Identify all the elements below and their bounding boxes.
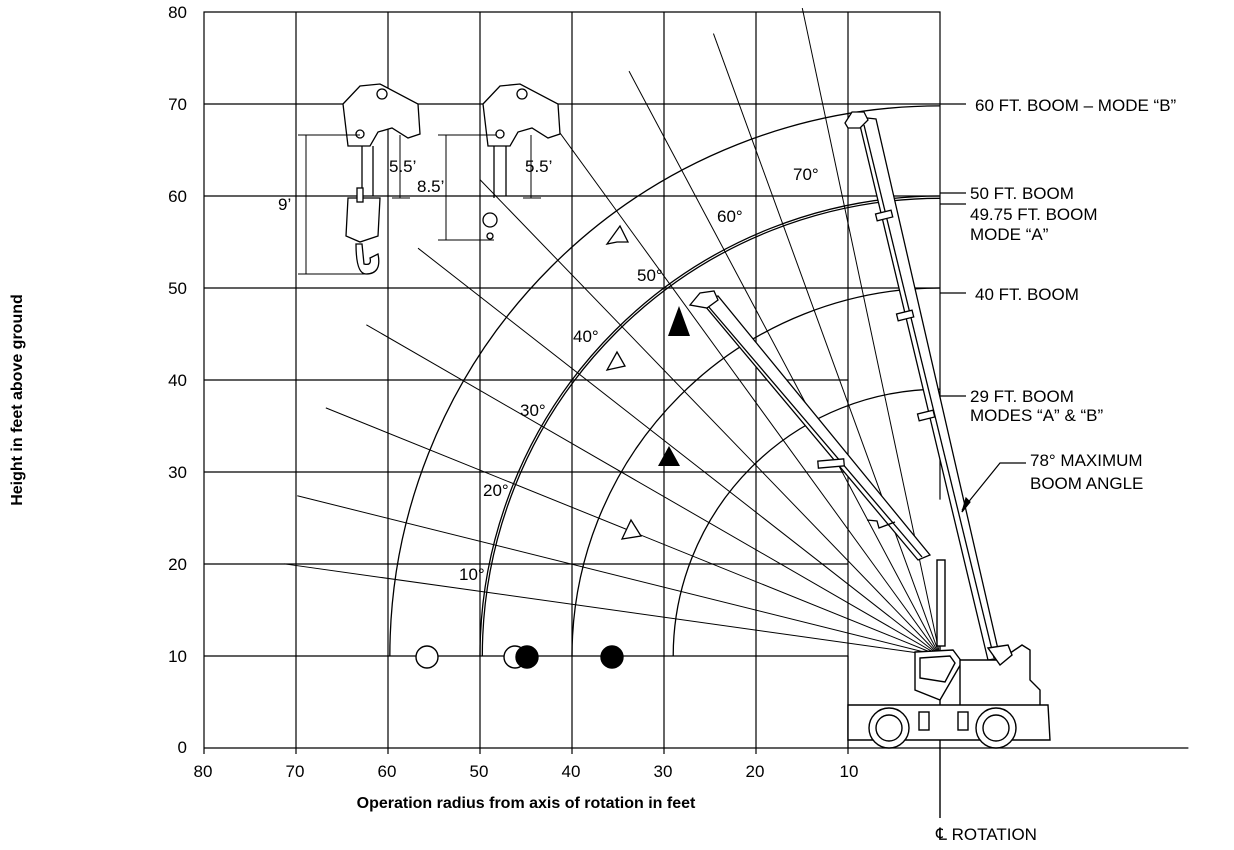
y-tick-label: 60 [168, 187, 187, 206]
angle-label: 20° [483, 481, 509, 500]
angle-label: 10° [459, 565, 485, 584]
dim-5-5ft: 5.5’ [525, 157, 552, 176]
x-tick-label: 50 [470, 762, 489, 781]
boom-40ft [688, 290, 932, 561]
callout-4975ft-boom: 49.75 FT. BOOM [970, 205, 1098, 224]
dim-9ft: 9’ [278, 195, 291, 214]
x-tick-label: 60 [378, 762, 397, 781]
dim-5-5ft: 5.5’ [389, 157, 416, 176]
y-axis-title: Height in feet above ground [9, 294, 26, 506]
start-circle-49ft [515, 645, 539, 669]
filled-triangle [658, 446, 680, 466]
radial-line [366, 324, 941, 657]
markers [415, 224, 690, 669]
angle-label: 40° [573, 327, 599, 346]
callout-60ft-boom: 60 FT. BOOM – MODE “B” [975, 96, 1177, 115]
y-tick-label: 20 [168, 555, 187, 574]
y-tick-label: 50 [168, 279, 187, 298]
filled-triangle [668, 306, 690, 336]
callout-modes-a-b: MODES “A” & “B” [970, 406, 1104, 425]
boom-angle-labels: 10° 20° 30° 40° 50° 60° 70° [459, 165, 819, 584]
open-triangle [605, 224, 630, 245]
angle-label: 70° [793, 165, 819, 184]
x-tick-label: 10 [840, 762, 859, 781]
boom-arc [389, 105, 941, 657]
callout-boom-angle: BOOM ANGLE [1030, 474, 1143, 493]
callout-max-angle: 78° MAXIMUM [1030, 451, 1143, 470]
x-axis-title: Operation radius from axis of rotation i… [357, 795, 696, 812]
callout-50ft-boom: 50 FT. BOOM [970, 184, 1074, 203]
x-tick-label: 80 [194, 762, 213, 781]
boom-arc [479, 195, 941, 657]
y-tick-label: 10 [168, 647, 187, 666]
open-triangle [620, 518, 643, 540]
y-tick-label: 40 [168, 371, 187, 390]
radial-line [479, 179, 941, 657]
radial-line [297, 495, 941, 657]
x-tick-labels: 80 70 60 50 40 30 20 10 [194, 762, 859, 781]
callout-mode-a: MODE “A” [970, 225, 1049, 244]
boom-arc [571, 287, 941, 657]
callout-29ft-boom: 29 FT. BOOM [970, 387, 1074, 406]
radial-line [283, 563, 941, 657]
hook-detail-block [298, 83, 421, 275]
callout-leaders [940, 103, 1026, 513]
boom-arcs [389, 105, 941, 657]
boom-arc [481, 197, 941, 657]
open-triangle [605, 350, 627, 371]
angle-label: 60° [717, 207, 743, 226]
angle-label: 50° [637, 266, 663, 285]
y-tick-label: 80 [168, 3, 187, 22]
radial-line [417, 247, 941, 657]
start-circle-60ft [415, 645, 439, 669]
y-tick-label: 70 [168, 95, 187, 114]
rotation-label: ℄ ROTATION [935, 825, 1037, 844]
radial-line [550, 119, 941, 657]
callout-40ft-boom: 40 FT. BOOM [975, 285, 1079, 304]
x-tick-label: 30 [654, 762, 673, 781]
dim-8-5ft: 8.5’ [417, 177, 444, 196]
y-tick-label: 0 [178, 738, 187, 757]
y-tick-label: 30 [168, 463, 187, 482]
hook-detail-ball [438, 83, 561, 241]
x-tick-label: 70 [286, 762, 305, 781]
radial-line [628, 70, 941, 657]
load-radial-lines [283, 7, 941, 657]
hook-dimension-labels: 9’ 5.5’ 8.5’ 5.5’ [278, 157, 552, 214]
boom-arc [672, 388, 941, 657]
start-circle-40ft [600, 645, 624, 669]
crane-vehicle [847, 559, 1051, 818]
angle-label: 30° [520, 401, 546, 420]
x-tick-label: 20 [746, 762, 765, 781]
radial-line [712, 33, 941, 657]
boom-callouts: 60 FT. BOOM – MODE “B” 50 FT. BOOM 49.75… [935, 96, 1177, 844]
y-tick-labels: 0 10 20 30 40 50 60 70 80 [168, 3, 187, 757]
x-tick-label: 40 [562, 762, 581, 781]
